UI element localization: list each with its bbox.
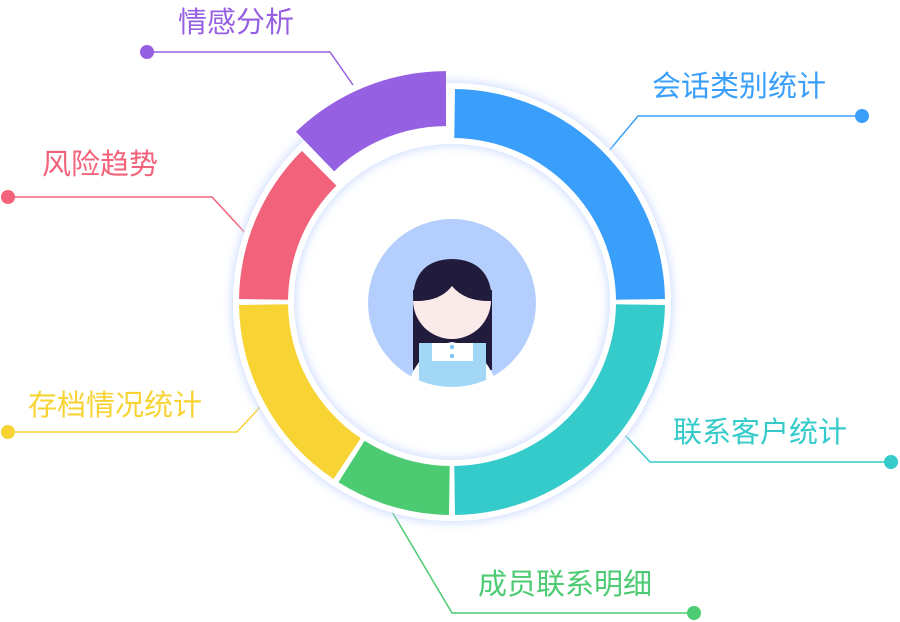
leader-dot (687, 606, 701, 620)
segment-label[interactable]: 情感分析 (178, 5, 295, 39)
segment-1[interactable] (454, 304, 665, 515)
segment-0[interactable] (454, 89, 665, 300)
avatar (368, 219, 536, 387)
leader-dot (1, 190, 15, 204)
leader-dot (140, 45, 154, 59)
segment-3[interactable] (239, 304, 361, 479)
segment-label[interactable]: 会话类别统计 (652, 69, 827, 103)
segment-label[interactable]: 存档情况统计 (28, 388, 203, 422)
segment-label[interactable]: 联系客户统计 (673, 415, 848, 449)
segment-2[interactable] (338, 440, 450, 515)
segment-label[interactable]: 成员联系明细 (478, 567, 653, 601)
segment-4[interactable] (239, 150, 337, 300)
leader-line (623, 433, 891, 463)
leader-dot (884, 455, 898, 469)
segment-label[interactable]: 风险趋势 (42, 147, 159, 181)
leader-line (607, 115, 862, 153)
leader-line (8, 404, 263, 433)
leader-dot (1, 425, 15, 439)
segment-5[interactable] (295, 71, 447, 172)
leader-line (147, 51, 354, 86)
leader-line (8, 196, 249, 237)
leader-dot (855, 109, 869, 123)
leader-line (387, 504, 694, 614)
